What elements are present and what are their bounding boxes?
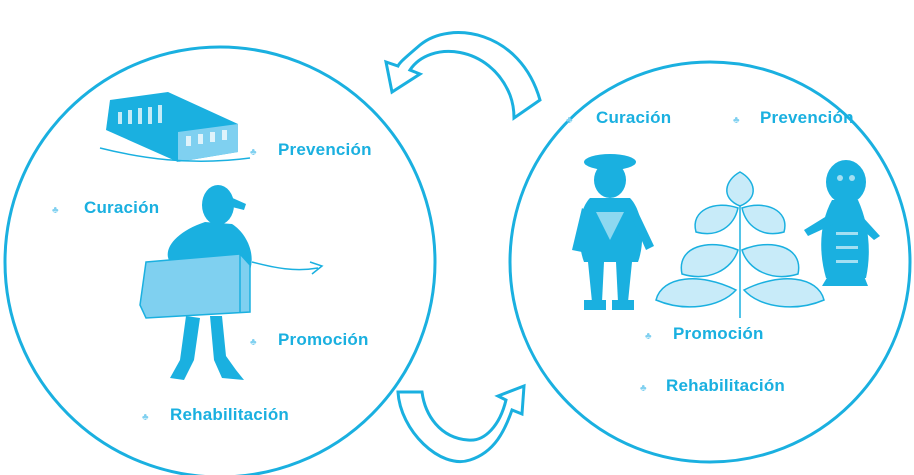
- left-label-promocion: ♣ Promoción: [250, 330, 369, 349]
- right-prevencion-text: Prevención: [760, 108, 854, 127]
- right-circle: ♣ Curación ♣ Prevención ♣ Promoción ♣ Re…: [508, 60, 912, 464]
- left-curacion-text: Curación: [84, 198, 159, 217]
- right-label-prevencion: ♣ Prevención: [733, 108, 854, 127]
- left-promocion-text: Promoción: [278, 330, 369, 349]
- medicinal-plant-icon: [655, 171, 825, 318]
- right-label-rehabilitacion: ♣ Rehabilitación: [640, 376, 785, 395]
- left-prevencion-text: Prevención: [278, 140, 372, 159]
- right-promocion-text: Promoción: [673, 324, 764, 343]
- left-label-prevencion: ♣ Prevención: [250, 140, 372, 159]
- left-circle: ♣ Prevención ♣ Curación ♣ Promoción ♣ Re…: [3, 45, 437, 475]
- right-rehabilitacion-text: Rehabilitación: [666, 376, 785, 395]
- traditional-healer-icon: [572, 154, 654, 310]
- masked-dancer-icon: [804, 160, 880, 286]
- hospital-building-icon: [99, 92, 251, 162]
- cycle-arrow-top-icon: [384, 31, 542, 121]
- small-bullet-icon: ♣: [52, 205, 59, 216]
- person-carrying-box-icon: [139, 185, 324, 380]
- small-bullet-icon: ♣: [566, 115, 573, 126]
- left-label-curacion: ♣ Curación: [52, 198, 159, 217]
- small-bullet-icon: ♣: [142, 412, 149, 423]
- small-bullet-icon: ♣: [733, 115, 740, 126]
- small-bullet-icon: ♣: [250, 147, 257, 158]
- small-bullet-icon: ♣: [640, 383, 647, 394]
- right-label-curacion: ♣ Curación: [566, 108, 671, 127]
- small-bullet-icon: ♣: [250, 337, 257, 348]
- right-curacion-text: Curación: [596, 108, 671, 127]
- right-label-promocion: ♣ Promoción: [645, 324, 764, 343]
- left-label-rehabilitacion: ♣ Rehabilitación: [142, 405, 289, 424]
- small-bullet-icon: ♣: [645, 331, 652, 342]
- left-rehabilitacion-text: Rehabilitación: [170, 405, 289, 424]
- cycle-arrow-bottom-icon: [396, 383, 526, 463]
